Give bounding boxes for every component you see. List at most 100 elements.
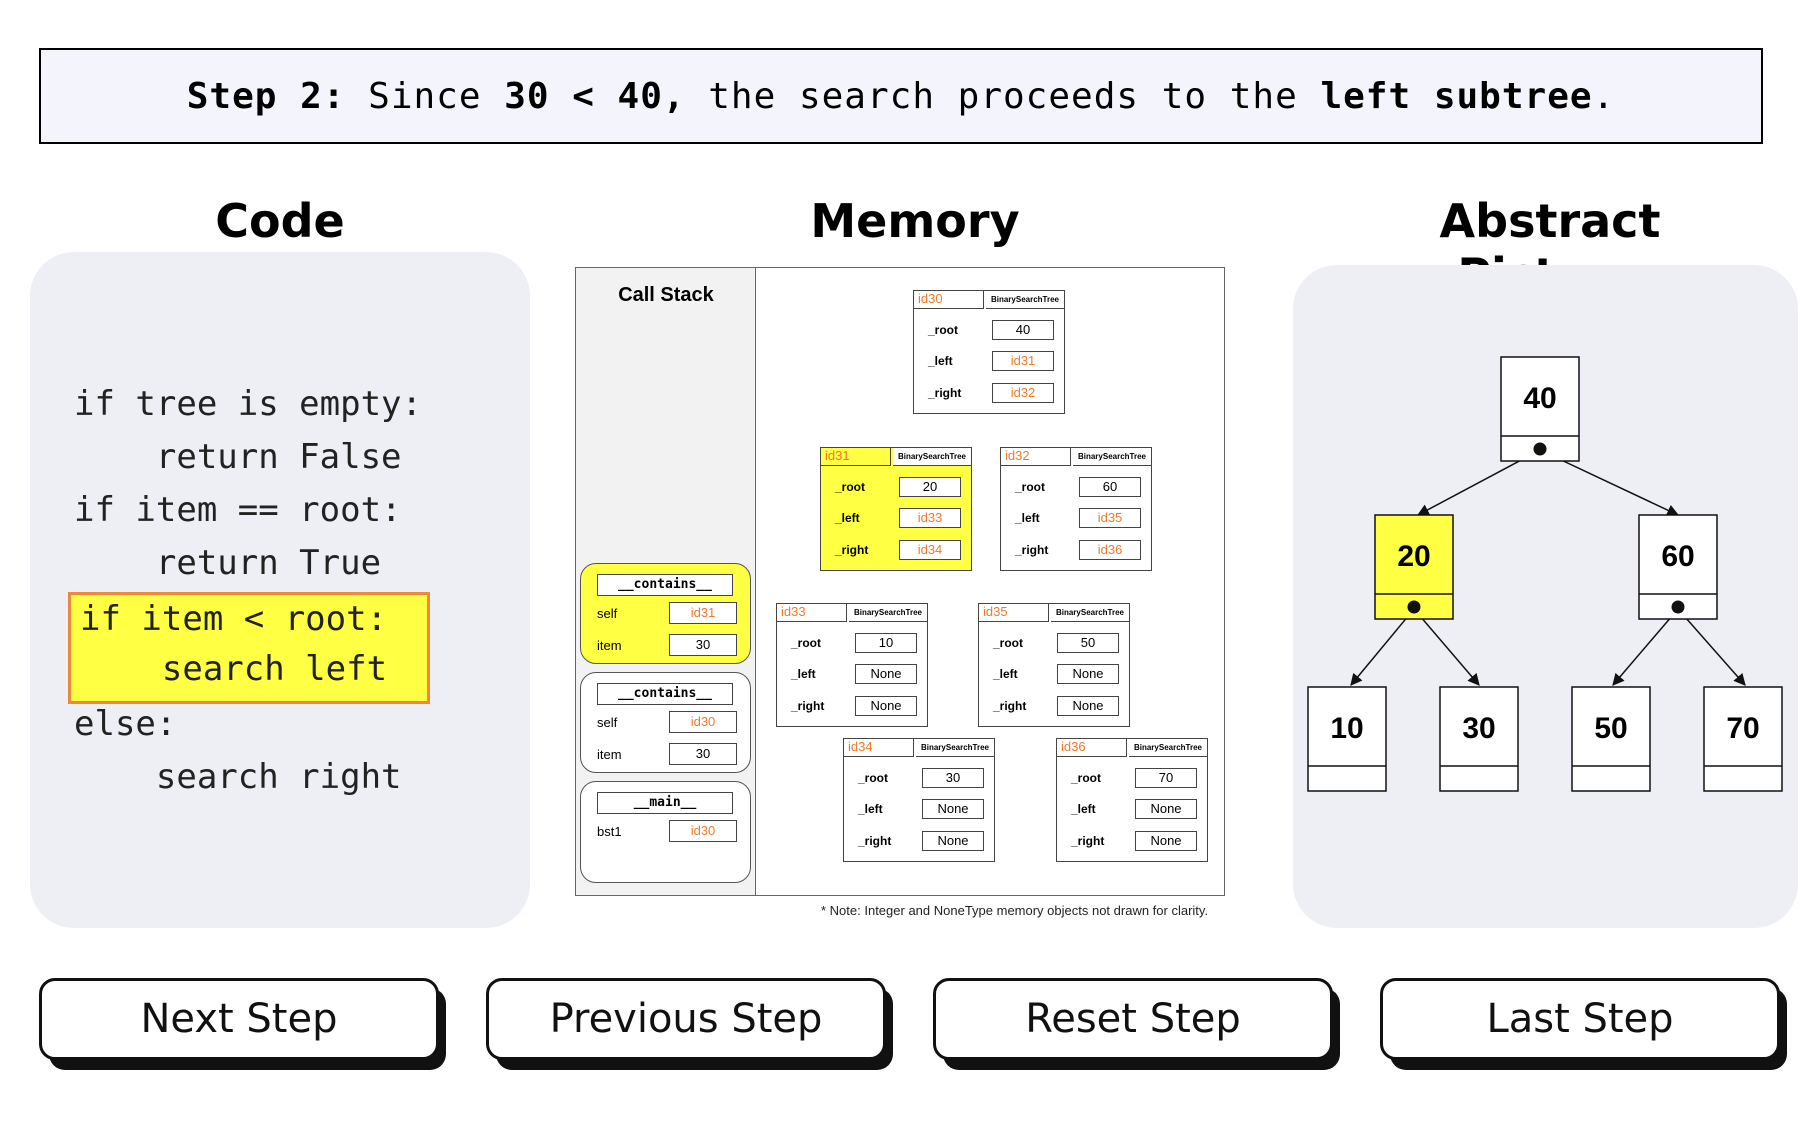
attr-value-left: None [1135, 799, 1197, 819]
current-code-highlight [68, 592, 430, 704]
object-type: BinarySearchTree [1051, 604, 1129, 622]
attr-label-root: _root [1015, 480, 1045, 494]
tree-node-60: 60 [1638, 514, 1718, 620]
node-value: 20 [1397, 540, 1430, 573]
memory-diagram: Call Stack __contains__ self id31 item 3… [575, 267, 1225, 896]
attr-label-right: _right [858, 834, 892, 848]
code-line-1: if tree is empty: [74, 384, 422, 424]
object-type: BinarySearchTree [849, 604, 927, 622]
banner-condition: 30 < 40, [504, 75, 686, 117]
tree-node-50: 50 [1571, 686, 1651, 792]
node-value: 10 [1330, 712, 1363, 745]
tree-node-40: 40 [1500, 356, 1580, 462]
frame-name: __contains__ [597, 683, 733, 705]
attr-value-right: None [1135, 831, 1197, 851]
frame-name: __main__ [597, 792, 733, 814]
attr-label-right: _right [1071, 834, 1105, 848]
attr-value-left: id33 [899, 508, 961, 528]
step-label: Step 2: [186, 75, 346, 117]
attr-label-root: _root [993, 636, 1023, 650]
frame-var-label: self [597, 606, 618, 621]
banner-text-3: . [1592, 75, 1616, 117]
attr-label-left: _left [1015, 511, 1040, 525]
attr-value-left: id31 [992, 351, 1054, 371]
attr-label-root: _root [928, 323, 958, 337]
frame-name: __contains__ [597, 574, 733, 596]
memory-object-id35: id35 BinarySearchTree _root 50 _left Non… [978, 603, 1130, 727]
attr-label-right: _right [835, 543, 869, 557]
attr-label-root: _root [1071, 771, 1101, 785]
code-line-6: search left [80, 649, 388, 689]
attr-label-right: _right [993, 699, 1027, 713]
object-id: id31 [821, 448, 891, 466]
stack-frame-main: __main__ bst1 id30 [580, 781, 751, 883]
attr-value-right: id36 [1079, 540, 1141, 560]
frame-var-label: self [597, 715, 618, 730]
attr-value-right: None [855, 696, 917, 716]
tree-node-30: 30 [1439, 686, 1519, 792]
code-line-5: if item < root: [80, 599, 388, 639]
attr-value-right: None [1057, 696, 1119, 716]
memory-object-id34: id34 BinarySearchTree _root 30 _left Non… [843, 738, 995, 862]
attr-value-root: 40 [992, 320, 1054, 340]
attr-value-left: None [1057, 664, 1119, 684]
object-id: id33 [777, 604, 847, 622]
object-type: BinarySearchTree [986, 291, 1064, 309]
attr-label-root: _root [835, 480, 865, 494]
tree-node-10: 10 [1307, 686, 1387, 792]
memory-object-id32: id32 BinarySearchTree _root 60 _left id3… [1000, 447, 1152, 571]
attr-value-root: 50 [1057, 633, 1119, 653]
next-step-button-wrap: Next Step [39, 978, 446, 1070]
frame-var-value: id31 [669, 602, 737, 624]
last-step-button[interactable]: Last Step [1380, 978, 1780, 1060]
object-id: id30 [914, 291, 984, 309]
attr-value-right: id32 [992, 383, 1054, 403]
attr-label-left: _left [835, 511, 860, 525]
attr-value-right: None [922, 831, 984, 851]
code-section-title: Code [215, 194, 345, 248]
attr-label-root: _root [791, 636, 821, 650]
memory-note: * Note: Integer and NoneType memory obje… [821, 903, 1209, 918]
call-stack: Call Stack __contains__ self id31 item 3… [576, 268, 756, 895]
code-line-7: else: [74, 704, 177, 744]
frame-var-label: bst1 [597, 824, 622, 839]
code-line-4: return True [74, 543, 382, 583]
attr-label-right: _right [928, 386, 962, 400]
node-value: 50 [1594, 712, 1627, 745]
memory-object-id30: id30 BinarySearchTree _root 40 _left id3… [913, 290, 1065, 414]
attr-value-root: 20 [899, 477, 961, 497]
attr-label-right: _right [1015, 543, 1049, 557]
object-id: id36 [1057, 739, 1127, 757]
frame-var-value: 30 [669, 743, 737, 765]
stack-frame-contains: __contains__ self id30 item 30 [580, 672, 751, 773]
attr-value-left: None [855, 664, 917, 684]
previous-step-button-wrap: Previous Step [486, 978, 893, 1070]
attr-label-left: _left [858, 802, 883, 816]
node-value: 60 [1661, 540, 1694, 573]
attr-value-root: 70 [1135, 768, 1197, 788]
frame-var-value: 30 [669, 634, 737, 656]
next-step-button[interactable]: Next Step [39, 978, 439, 1060]
object-type: BinarySearchTree [1129, 739, 1207, 757]
edge-20-30 [1413, 608, 1480, 686]
previous-step-button[interactable]: Previous Step [486, 978, 886, 1060]
memory-object-id36: id36 BinarySearchTree _root 70 _left Non… [1056, 738, 1208, 862]
attr-label-left: _left [1071, 802, 1096, 816]
attr-label-left: _left [928, 354, 953, 368]
tree-edges [1350, 449, 1746, 686]
reset-step-button[interactable]: Reset Step [933, 978, 1333, 1060]
memory-object-id33: id33 BinarySearchTree _root 10 _left Non… [776, 603, 928, 727]
frame-var-label: item [597, 638, 622, 653]
object-id: id35 [979, 604, 1049, 622]
code-panel: if tree is empty: return False if item =… [30, 252, 530, 928]
attr-label-root: _root [858, 771, 888, 785]
node-value: 40 [1523, 382, 1556, 415]
attr-value-root: 60 [1079, 477, 1141, 497]
object-type: BinarySearchTree [916, 739, 994, 757]
call-stack-title: Call Stack [618, 284, 714, 306]
attr-value-root: 30 [922, 768, 984, 788]
reset-step-button-wrap: Reset Step [933, 978, 1340, 1070]
abstract-picture-panel: 40 20 60 10 30 50 [1293, 265, 1798, 928]
banner-text-1: Since [345, 75, 505, 117]
attr-value-left: id35 [1079, 508, 1141, 528]
